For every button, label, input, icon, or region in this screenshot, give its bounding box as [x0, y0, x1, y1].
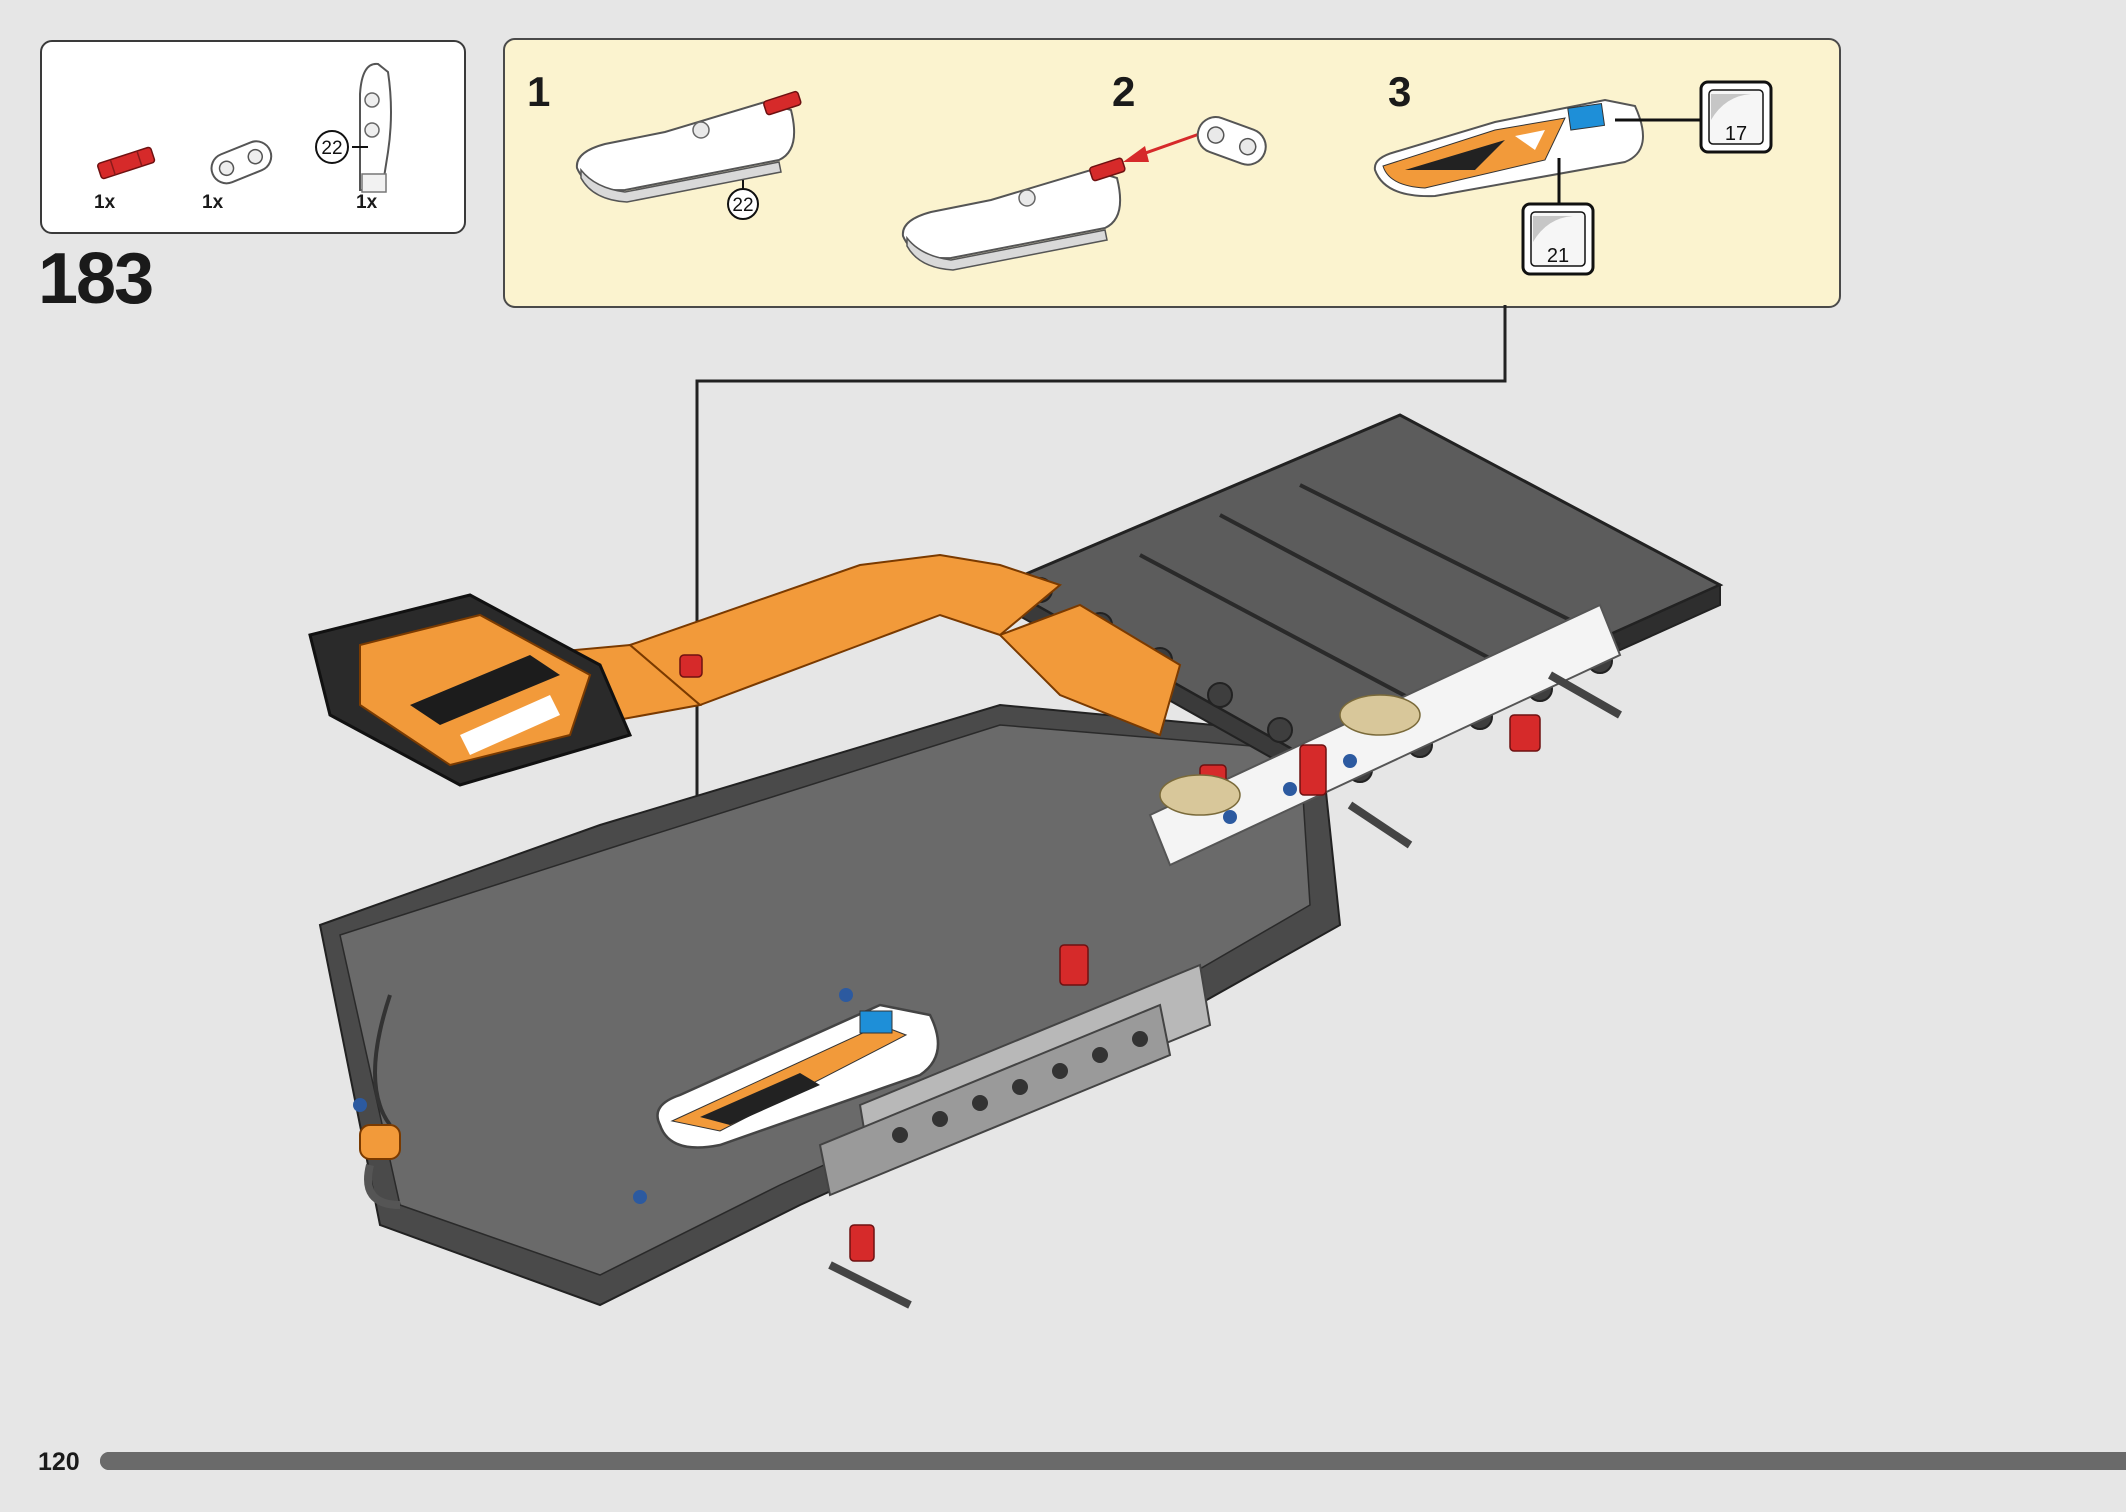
substep-label-1: 1 — [527, 68, 551, 115]
step-number: 183 — [38, 239, 154, 319]
engine-cover — [308, 593, 633, 787]
part-qty-panel: 1x — [356, 192, 378, 213]
substep-panel: 1 2 3 22 — [503, 38, 1841, 308]
chassis-frame — [318, 703, 1342, 1307]
sticker-sheet-callout-17 — [1699, 80, 1773, 154]
substep-2-assembly — [901, 116, 1267, 271]
substep-1-sticker-callout — [727, 188, 759, 220]
axles — [828, 671, 1622, 1309]
white-panel-part — [352, 62, 392, 193]
blue-pins — [353, 988, 853, 1204]
substep-1-sticker-number: 22 — [732, 195, 753, 216]
suspension-springs — [1159, 694, 1421, 816]
sticker-number-22: 22 — [321, 138, 342, 159]
tow-hook — [359, 994, 401, 1209]
sticker-number-17: 17 — [1725, 123, 1747, 145]
parts-list-box: 1x 1x 1x 22 — [40, 40, 466, 234]
substep-label-3: 3 — [1388, 68, 1412, 115]
sticker-number-21: 21 — [1547, 245, 1569, 267]
substep-3-assembly — [1373, 98, 1701, 208]
white-beam-connector-part — [210, 140, 273, 185]
page-number: 120 — [38, 1448, 80, 1476]
sticker-sheet-callout-21 — [1521, 202, 1595, 276]
substep-illustrations: 22 — [575, 80, 1773, 276]
front-sticker-panel — [656, 1003, 940, 1149]
substep-label-2: 2 — [1112, 68, 1136, 115]
parts-list-illustration — [97, 62, 392, 193]
part-qty-connector: 1x — [202, 192, 224, 213]
progress-bar-fill — [100, 1452, 2126, 1470]
progress-bar — [100, 1452, 2126, 1470]
substep-1-assembly — [575, 90, 802, 203]
main-model-illustration — [308, 413, 1724, 1309]
sticker-callout-22: 22 — [315, 130, 349, 164]
front-beams — [818, 963, 1212, 1197]
part-qty-pin: 1x — [94, 192, 116, 213]
red-axle-pin-part — [97, 146, 156, 180]
